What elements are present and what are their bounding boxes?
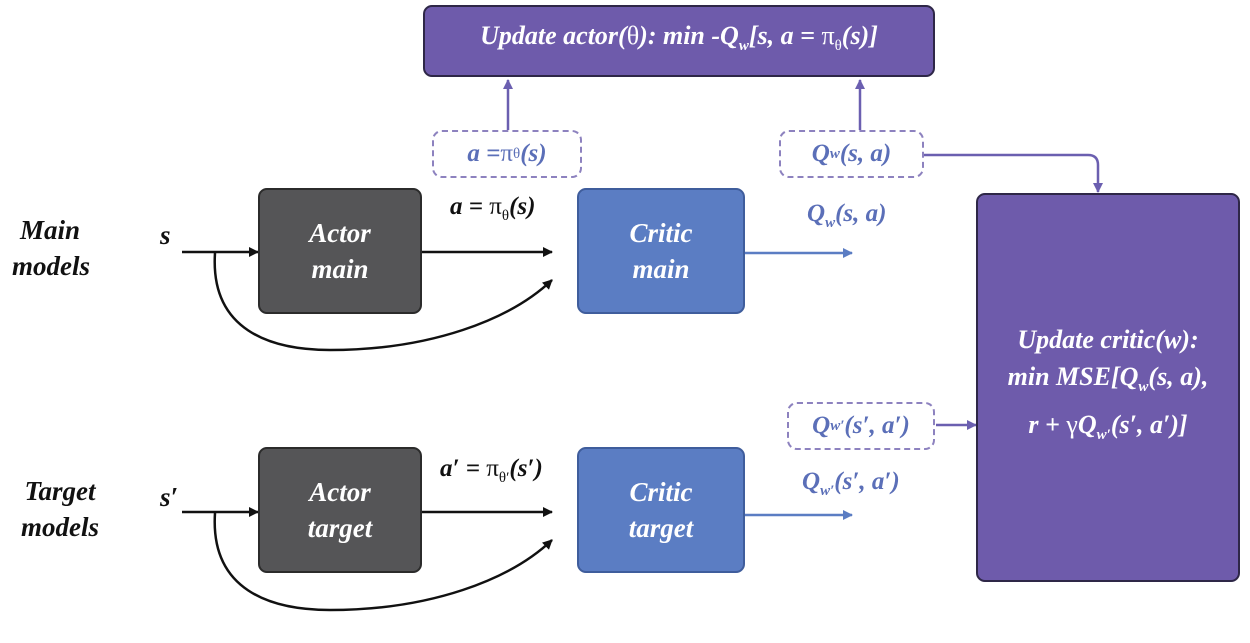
update-actor-box: Update actor(θ): min -Qw[s, a = πθ(s)] [423,5,935,77]
action-main-label: a = πθ(s) [450,193,536,224]
q-main-output-label: Qw(s, a) [807,200,887,231]
arrow-q-to-update-critic [924,153,1103,193]
state-s-label: s [160,220,171,250]
q-target-output-label: Qw′(s′, a′) [802,468,900,499]
arrow-s-prime-bypass-to-critic-target [213,512,553,612]
update-critic-box: Update critic(w): min MSE[Qw(s, a), r + … [976,193,1240,582]
state-s-prime-label: s′ [160,482,179,512]
arrow-s-bypass-to-critic-main [213,252,553,352]
action-target-label: a′ = πθ′(s′) [440,455,543,486]
